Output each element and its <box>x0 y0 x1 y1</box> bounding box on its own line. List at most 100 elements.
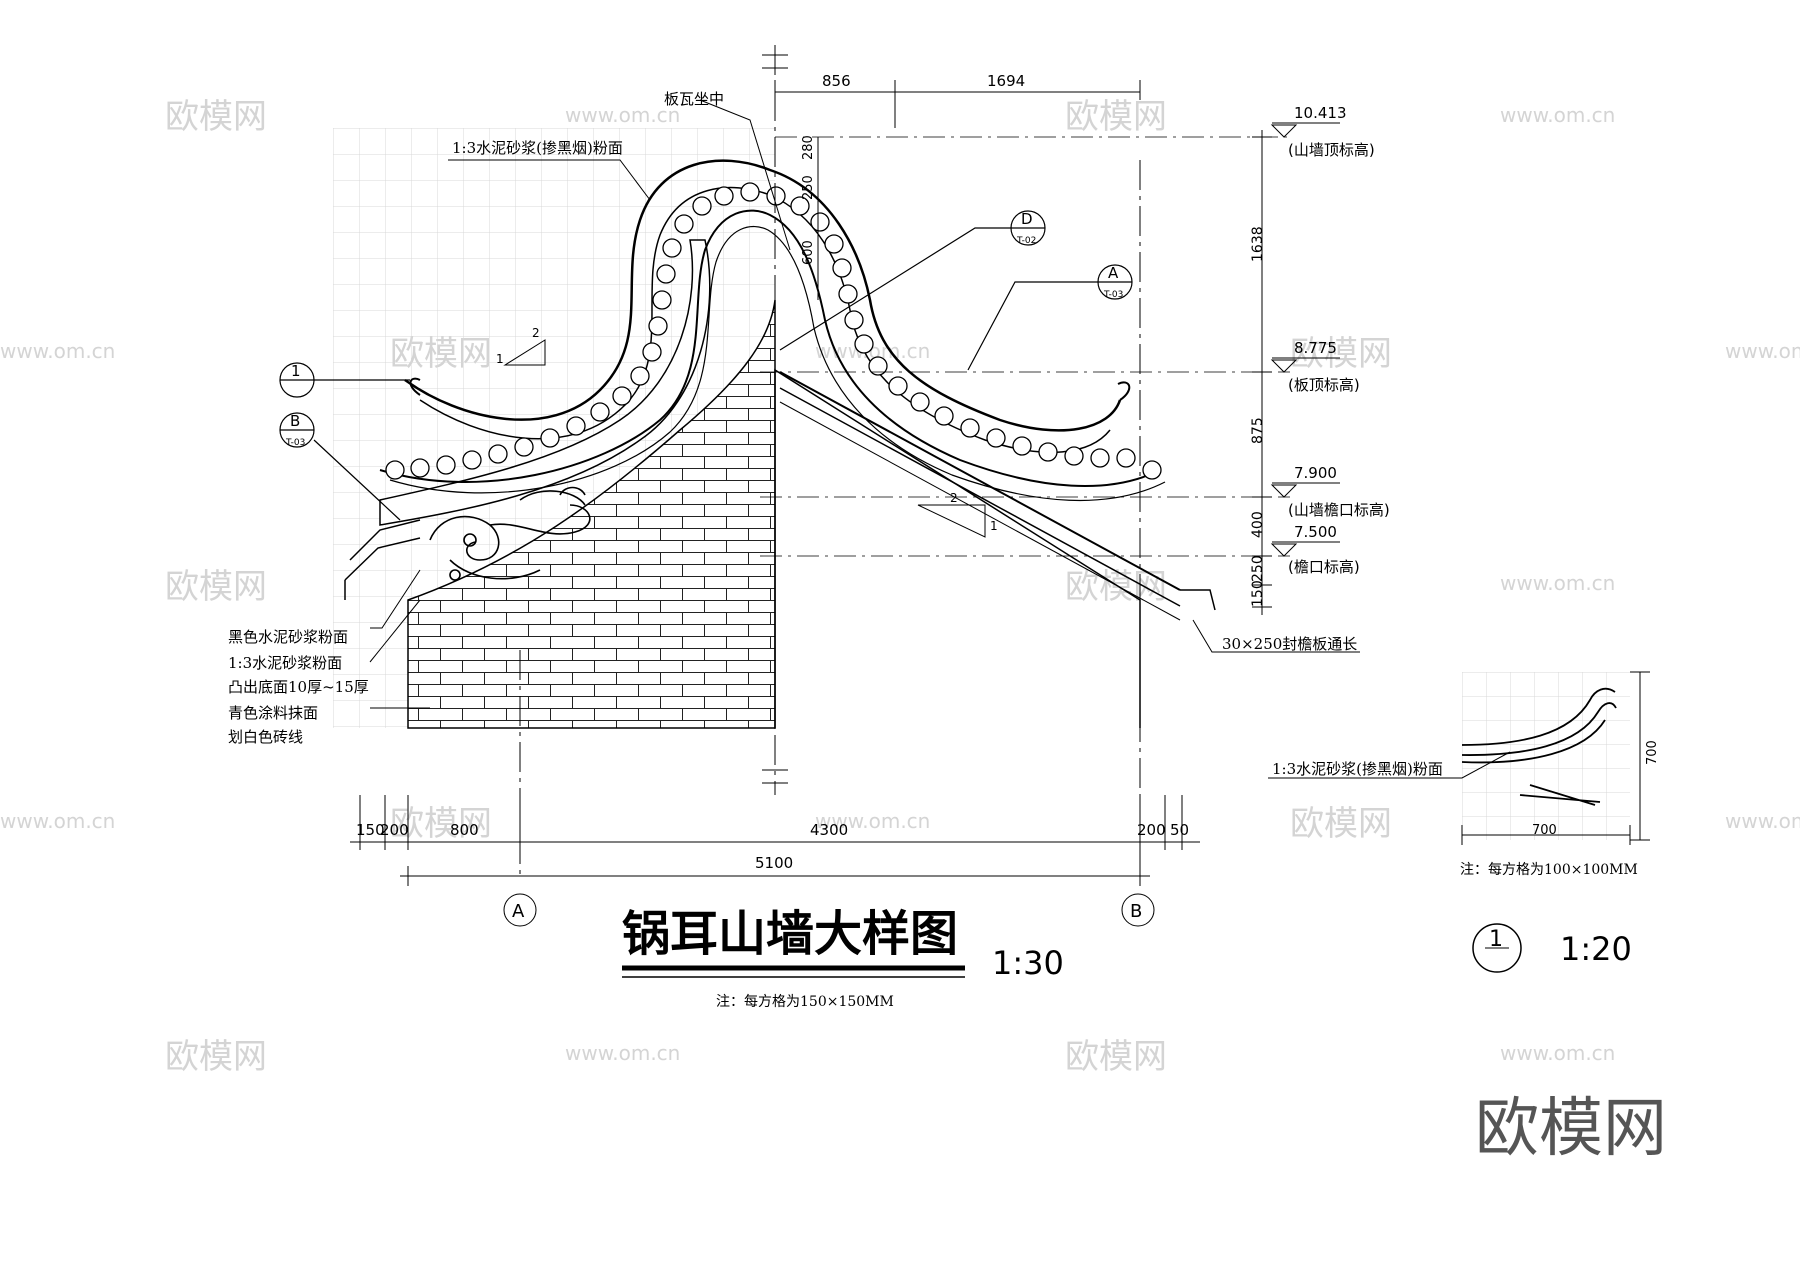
dim-right-250: 250 <box>1250 555 1266 582</box>
watermark-layer: 欧模网 www.om.cn 欧模网 www.om.cn www.om.cn 欧模… <box>0 97 1800 1077</box>
bottom-dimensions <box>350 795 1200 886</box>
watermark-brand: 欧模网 <box>1065 1037 1167 1077</box>
watermark-url: www.om.cn <box>565 1041 680 1065</box>
axis-b-label: B <box>1130 901 1142 922</box>
level-value: 10.413 <box>1294 104 1347 122</box>
callout-one <box>279 362 410 398</box>
callout-b-sheet: T-03 <box>285 438 305 448</box>
watermark-brand: 欧模网 <box>165 1037 267 1077</box>
level-marker-4: 7.500 (檐口标高) <box>1270 523 1360 576</box>
level-lines <box>760 136 1290 557</box>
watermark-url: www.om.cn <box>815 809 930 833</box>
watermark-brand: 欧模网 <box>165 567 267 607</box>
dim-top-2: 1694 <box>987 72 1025 90</box>
watermark-url: www.om.cn <box>1500 1041 1615 1065</box>
gable-plaster-band <box>379 239 711 526</box>
level-label: (山墙顶标高) <box>1288 141 1375 159</box>
label-ban-wa: 板瓦坐中 <box>664 90 724 108</box>
watermark-brand: 欧模网 <box>1065 567 1167 607</box>
drawing-note: 注：每方格为150×150MM <box>716 994 894 1010</box>
label-mortar-13: 1:3水泥砂浆粉面 <box>228 654 342 672</box>
watermark-brand: 欧模网 <box>1290 804 1392 844</box>
detail-label: 1:3水泥砂浆(掺黑烟)粉面 <box>1272 760 1443 778</box>
dim-bottom-800: 800 <box>450 821 479 839</box>
watermark-brand: 欧模网 <box>390 804 492 844</box>
leader-eave-board <box>1192 619 1360 653</box>
detail-note: 注：每方格为100×100MM <box>1460 862 1638 878</box>
dim-center-600: 600 <box>801 240 816 265</box>
callout-d-sheet: T-02 <box>1016 236 1036 246</box>
level-value: 7.900 <box>1294 464 1337 482</box>
slope-rise: 1 <box>496 352 504 366</box>
dim-bottom-50: 50 <box>1170 821 1189 839</box>
dim-center-250: 250 <box>801 175 816 200</box>
label-protrude: 凸出底面10厚~15厚 <box>228 678 369 696</box>
axis-bubble-b: B <box>1121 893 1155 927</box>
dim-bottom-200: 200 <box>380 821 409 839</box>
slope-rise: 1 <box>990 519 998 533</box>
dim-bottom-150: 150 <box>356 821 385 839</box>
dim-bottom-200b: 200 <box>1137 821 1166 839</box>
roof-tile-row <box>385 182 1162 480</box>
brick-wall <box>407 299 776 729</box>
detail-dim-width: 700 <box>1532 823 1557 838</box>
roof-slope <box>779 371 1181 621</box>
level-value: 8.775 <box>1294 339 1337 357</box>
ear-tips <box>409 377 1131 401</box>
level-marker-2: 8.775 (板顶标高) <box>1270 339 1360 394</box>
level-label: (山墙檐口标高) <box>1288 501 1390 519</box>
watermark-url: www.om.cn <box>1725 339 1800 363</box>
watermark-url: www.om.cn <box>1725 809 1800 833</box>
label-white-lines: 划白色砖线 <box>228 728 303 746</box>
callout-d-letter: D <box>1021 210 1033 228</box>
callout-a <box>967 264 1133 371</box>
wall-right-half <box>774 368 1141 728</box>
axis-bubble-a: A <box>503 893 537 927</box>
dim-right-1638: 1638 <box>1250 226 1266 262</box>
drawing-title: 锅耳山墙大样图 <box>622 906 958 962</box>
detail-dim-height: 700 <box>1645 740 1660 765</box>
watermark-large: 欧模网 <box>1475 1092 1667 1166</box>
watermark-url: www.om.cn <box>565 103 680 127</box>
watermark-url: www.om.cn <box>1500 103 1615 127</box>
right-dimensions <box>1252 130 1272 615</box>
slope-triangle-right <box>917 504 986 538</box>
dim-bottom-4300: 4300 <box>810 821 848 839</box>
callout-d <box>779 210 1046 351</box>
level-marker-3: 7.900 (山墙檐口标高) <box>1270 464 1390 519</box>
watermark-url: www.om.cn <box>0 339 115 363</box>
detail-dimensions <box>1461 671 1650 845</box>
level-label: (板顶标高) <box>1288 376 1360 394</box>
detail-scale: 1:20 <box>1560 930 1632 968</box>
watermark-brand: 欧模网 <box>1065 97 1167 137</box>
watermark-brand: 欧模网 <box>165 97 267 137</box>
watermark-url: www.om.cn <box>1500 571 1615 595</box>
callout-b-letter: B <box>290 412 300 430</box>
center-axis <box>519 45 1141 880</box>
callout-one-letter: 1 <box>291 362 301 380</box>
label-mortar-top: 1:3水泥砂浆(掺黑烟)粉面 <box>452 139 623 157</box>
watermark-brand: 欧模网 <box>1290 334 1392 374</box>
callout-a-sheet: T-03 <box>1103 290 1123 300</box>
detail-ear-curve <box>1461 687 1617 806</box>
label-cyan-paint: 青色涂料抹面 <box>228 704 318 722</box>
axis-a-label: A <box>512 901 525 922</box>
left-eave <box>344 519 1216 611</box>
drawing-scale: 1:30 <box>992 944 1064 982</box>
dim-right-150: 150 <box>1250 580 1266 607</box>
slope-run: 2 <box>950 491 958 505</box>
detail-marker: 1 <box>1472 923 1522 973</box>
dim-top-1: 856 <box>822 72 851 90</box>
level-value: 7.500 <box>1294 523 1337 541</box>
label-black-mortar: 黑色水泥砂浆粉面 <box>228 628 348 646</box>
dim-center-280: 280 <box>801 135 816 160</box>
dim-right-400: 400 <box>1250 511 1266 538</box>
slope-run: 2 <box>532 326 540 340</box>
label-eave-board: 30×250封檐板通长 <box>1222 635 1357 653</box>
detail-leader <box>1268 751 1511 779</box>
level-label: (檐口标高) <box>1288 558 1360 576</box>
callout-a-letter: A <box>1108 264 1119 282</box>
slope-triangle-left <box>503 339 546 366</box>
decorative-swirl <box>429 486 591 581</box>
